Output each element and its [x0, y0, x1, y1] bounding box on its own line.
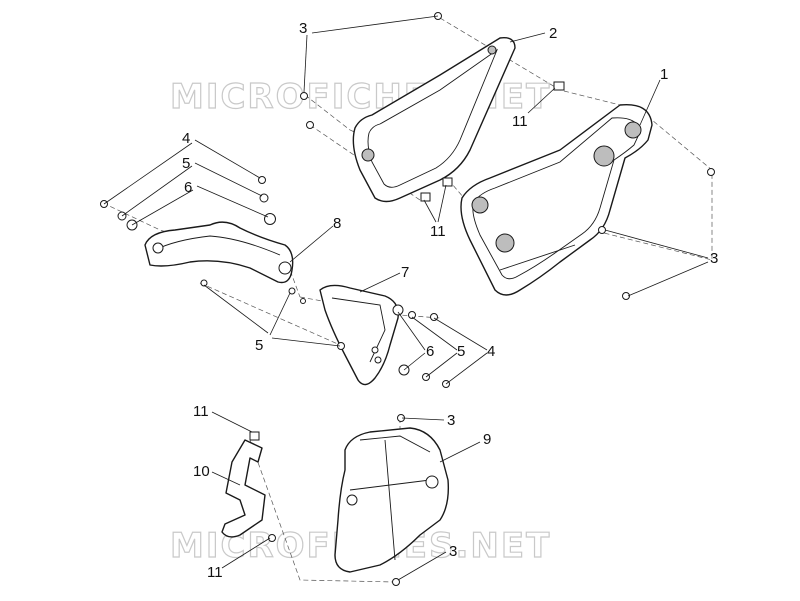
heat-shield-middle	[319, 284, 399, 386]
callout-3-engine: 3	[447, 412, 455, 429]
callout-3-top: 3	[299, 20, 307, 37]
callout-4-left: 4	[182, 130, 190, 147]
callout-4-right: 4	[487, 343, 495, 360]
side-frame-panel	[352, 37, 516, 203]
callout-3-right: 3	[710, 250, 718, 267]
callout-10: 10	[193, 463, 210, 480]
callout-1: 1	[660, 66, 668, 83]
callout-5-left: 5	[182, 155, 190, 172]
callout-6-right: 6	[426, 343, 434, 360]
callout-7: 7	[401, 264, 409, 281]
callout-6-left: 6	[184, 179, 192, 196]
cover-left	[144, 221, 294, 284]
callout-8: 8	[333, 215, 341, 232]
callout-3-bottom: 3	[449, 543, 457, 560]
callout-9: 9	[483, 431, 491, 448]
callout-5-bottom-left: 5	[255, 337, 263, 354]
bracket	[221, 439, 266, 538]
callout-2: 2	[549, 25, 557, 42]
side-panel-right	[460, 103, 653, 296]
callout-11-top: 11	[512, 113, 528, 130]
callout-11-bracket-top: 11	[193, 403, 209, 420]
engine-cover	[334, 427, 450, 573]
callout-11-bracket-bottom: 11	[207, 564, 223, 581]
callout-5-right: 5	[457, 343, 465, 360]
callout-numbers: 3 2 1 11 11 3 4 5 6 8 7 5 6 5 4 3 9 11 1…	[182, 20, 718, 581]
callout-11-middle: 11	[430, 223, 446, 240]
leader-lines	[103, 15, 709, 581]
